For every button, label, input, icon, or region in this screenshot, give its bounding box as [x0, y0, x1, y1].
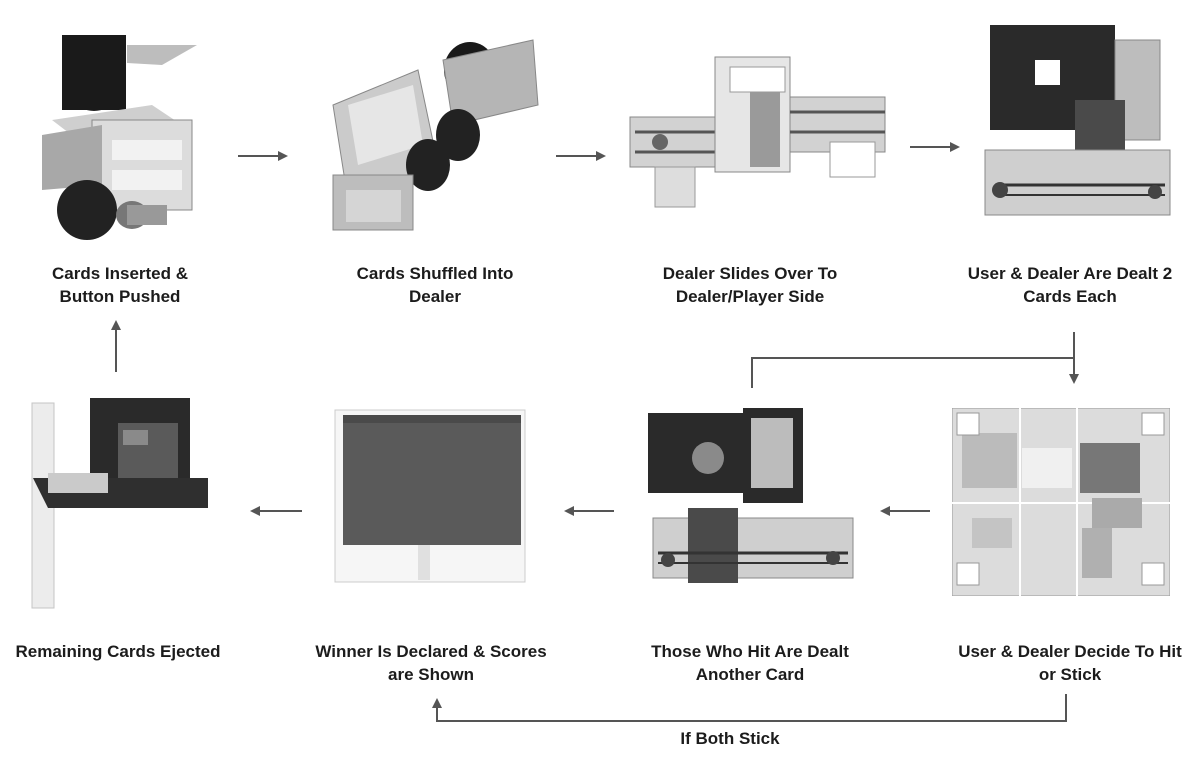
- step-caption: Remaining Cards Ejected: [15, 642, 221, 661]
- arrow-if-both-stick: [432, 694, 1067, 722]
- step-caption: Winner Is Declared & Scores are Shown: [315, 642, 547, 684]
- step-caption: Cards Inserted & Button Pushed: [51, 264, 189, 306]
- slider-rail-illustration: [625, 52, 890, 212]
- top-view-illustration: [952, 408, 1170, 596]
- shuffler-illustration: [328, 25, 543, 235]
- dealer-unit-illustration: [980, 20, 1175, 220]
- step-caption: Dealer Slides Over To Dealer/Player Side: [662, 264, 838, 306]
- if-both-stick-label: If Both Stick: [680, 729, 780, 748]
- arrow-loop-s6-s5: [751, 357, 1079, 388]
- step-caption: Those Who Hit Are Dealt Another Card: [651, 642, 849, 684]
- step-caption: User & Dealer Are Dealt 2 Cards Each: [967, 264, 1173, 306]
- card-feeder-illustration: [32, 25, 202, 240]
- ejector-illustration: [28, 398, 223, 613]
- dealer-hit-illustration: [648, 408, 858, 583]
- display-screen-illustration: [333, 405, 528, 585]
- step-caption: User & Dealer Decide To Hit or Stick: [958, 642, 1182, 684]
- step-caption: Cards Shuffled Into Dealer: [356, 264, 514, 306]
